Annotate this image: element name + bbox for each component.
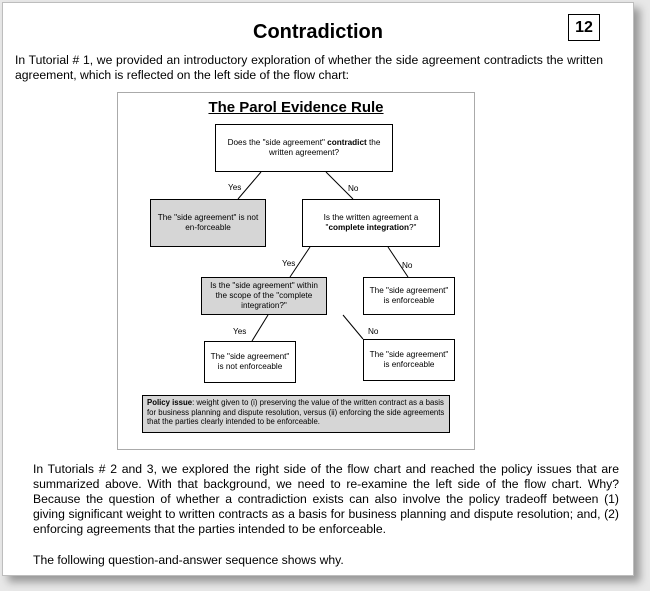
flowchart-connectors [237,171,409,342]
label-q1-no: No [348,184,359,193]
node-complete-integration-question: Is the written agreement a "complete int… [302,199,440,247]
label-q3-no: No [368,327,379,336]
node-not-enforceable-1: The "side agreement" is not en-forceable [150,199,266,247]
node-not-enforceable-2: The "side agreement" is not enforceable [204,341,296,383]
label-q3-yes: Yes [233,327,247,336]
page-number: 12 [568,14,600,41]
label-q2-yes: Yes [282,259,296,268]
diagram-title: The Parol Evidence Rule [208,99,384,116]
parol-evidence-flowchart: The Parol Evidence Rule Does the "side a… [117,92,475,450]
closing-paragraph: The following question-and-answer sequen… [33,553,344,567]
policy-issue-box: Policy issue: weight given to (i) preser… [142,395,450,433]
tutorial-page: Contradiction 12 In Tutorial # 1, we pro… [2,2,634,576]
node-enforceable-2: The "side agreement" is enforceable [363,339,455,381]
intro-paragraph: In Tutorial # 1, we provided an introduc… [15,53,603,82]
edge-q1-no [325,171,354,200]
policy-issue-label: Policy issue [147,398,193,407]
node-enforceable-1: The "side agreement" is enforceable [363,277,455,315]
edge-q2-no [387,246,409,278]
node-contradict-question: Does the "side agreement" contradict the… [215,124,393,172]
policy-issue-text: : weight given to (i) preserving the val… [147,398,445,426]
edge-q1-yes [237,171,262,200]
edge-q3-no [342,314,364,340]
edge-q3-yes [251,314,269,342]
page-title: Contradiction [253,21,383,43]
body-paragraph: In Tutorials # 2 and 3, we explored the … [33,462,619,536]
node-scope-question: Is the "side agreement" within the scope… [201,277,327,315]
label-q1-yes: Yes [228,183,242,192]
label-q2-no: No [402,261,413,270]
edge-q2-yes [289,246,311,278]
